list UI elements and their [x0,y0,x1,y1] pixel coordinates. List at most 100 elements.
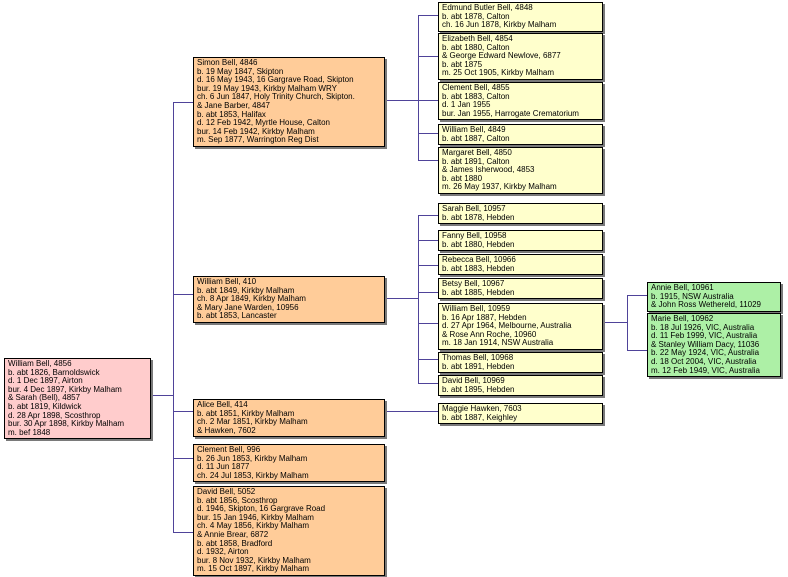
person-detail: m. 12 Feb 1949, VIC, Australia [651,365,760,375]
person-name: Simon Bell, 4846 [197,58,258,67]
person-detail: & George Edward Newlove, 6877 [442,51,561,61]
person-detail: b. abt 1878, Calton [442,11,510,21]
person-detail: & Rose Ann Roche, 10960 [442,329,537,339]
person-detail: b. abt 1883, Calton [442,91,510,101]
person-detail: m. 26 May 1937, Kirkby Malham [442,182,557,192]
person-detail: ch. 2 Mar 1851, Kirkby Malham [197,417,308,427]
connector-v-line [418,15,419,161]
person-detail: b. 19 May 1847, Skipton [197,66,284,76]
connector-h-line [418,383,438,384]
person-detail: d. 27 Apr 1964, Melbourne, Australia [442,321,572,331]
person-name: William Bell, 4849 [442,125,506,134]
person-detail: m. bef 1848 [8,427,51,437]
connector-v-line [173,102,174,533]
person-detail: d. 11 Jun 1877 [197,462,250,472]
person-name: Betsy Bell, 10967 [442,279,505,288]
person-name: Alice Bell, 414 [197,400,248,409]
person-name: Fanny Bell, 10958 [442,231,507,240]
person-detail: b. abt 1891, Hebden [442,361,515,371]
connector-h-line [385,411,438,412]
person-name: Annie Bell, 10961 [651,283,714,292]
person-detail: b. abt 1887, Keighley [442,412,518,422]
connector-h-line [418,265,438,266]
person-detail: b. abt 1880, Calton [442,42,510,52]
person-detail: b. abt 1826, Barnoldswick [8,367,100,377]
person-detail: ch. 24 Jul 1853, Kirkby Malham [197,470,309,480]
person-detail: ch. 4 May 1856, Kirkby Malham [197,521,310,531]
person-name: Clement Bell, 996 [197,445,261,454]
person-name: Maggie Hawken, 7603 [442,404,522,413]
person-name: Marie Bell, 10962 [651,314,714,323]
connector-h-line [418,56,438,57]
person-detail: m. Sep 1877, Warrington Reg Dist [197,135,319,145]
person-detail: ch. 16 Jun 1878, Kirkby Malham [442,20,557,30]
connector-h-line [418,215,438,216]
person-detail: & John Ross Wethereld, 11029 [651,300,761,310]
person-detail: bur. 8 Nov 1932, Kirkby Malham [197,555,311,565]
person-name: Sarah Bell, 10957 [442,204,506,213]
person-detail: d. 1932, Airton [197,547,249,557]
person-detail: b. abt 1880, Hebden [442,239,515,249]
person-detail: b. abt 1849, Kirkby Malham [197,285,295,295]
person-detail: b. abt 1880 [442,173,483,183]
person-detail: b. abt 1875 [442,59,483,69]
person-detail: & Jane Barber, 4847 [197,100,270,110]
person-name: Edmund Butler Bell, 4848 [442,3,533,12]
connector-h-line [173,102,193,103]
person-detail: d. 11 Feb 1999, VIC, Australia [651,331,758,341]
connector-h-line [603,322,628,323]
person-detail: m. 15 Oct 1897, Kirkby Malham [197,564,310,574]
person-detail: & Annie Brear, 6872 [197,529,269,539]
connector-h-line [173,294,193,295]
person-detail: d. 1946, Skipton, 16 Gargrave Road [197,504,326,514]
connector-h-line [418,240,438,241]
connector-h-line [418,292,438,293]
person-detail: & Sarah (Bell), 4857 [8,393,81,403]
connector-h-line [385,100,438,101]
person-detail: b. abt 1853, Halifax [197,109,266,119]
connector-v-line [418,215,419,384]
person-detail: b. abt 1883, Hebden [442,263,515,273]
person-name: David Bell, 10969 [442,376,505,385]
person-name: William Bell, 10959 [442,304,511,313]
person-detail: m. 25 Oct 1905, Kirkby Malham [442,68,555,78]
person-detail: d. 16 May 1943, 16 Gargrave Road, Skipto… [197,75,354,85]
connector-h-line [173,458,193,459]
person-detail: & Mary Jane Warden, 10956 [197,302,299,312]
person-detail: b. abt 1895, Hebden [442,384,515,394]
person-name: Elizabeth Bell, 4854 [442,34,513,43]
person-detail: b. 18 Jul 1926, VIC, Australia [651,322,755,332]
person-detail: b. 26 Jun 1853, Kirkby Malham [197,453,308,463]
person-detail: & James Isherwood, 4853 [442,165,535,175]
person-detail: b. abt 1853, Lancaster [197,311,277,321]
person-name: William Bell, 4856 [8,359,72,368]
person-detail: b. abt 1885, Hebden [442,287,515,297]
connector-v-line [627,295,628,351]
person-detail: b. abt 1858, Bradford [197,538,273,548]
connector-h-line [418,15,438,16]
connector-h-line [151,395,174,396]
person-detail: b. 22 May 1924, VIC, Australia [651,348,760,358]
